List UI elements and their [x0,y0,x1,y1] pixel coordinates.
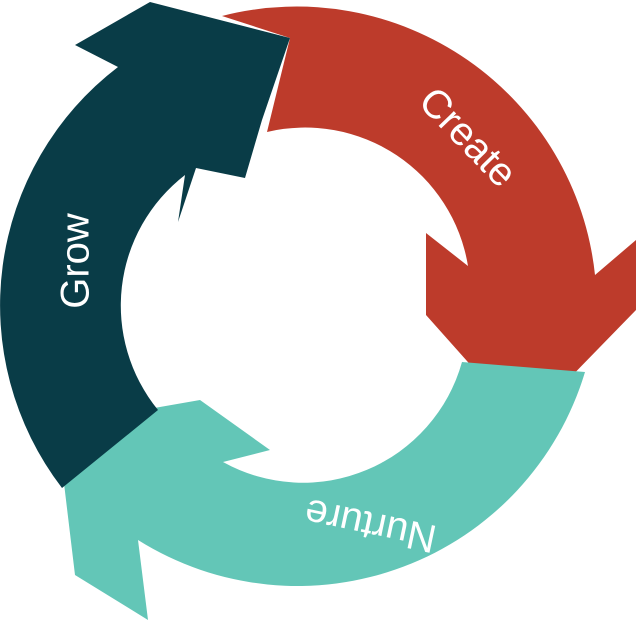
create-arrow [222,6,636,425]
grow-label: Grow [54,213,98,309]
grow-arrow [0,2,290,488]
nurture-arrow [57,362,585,620]
